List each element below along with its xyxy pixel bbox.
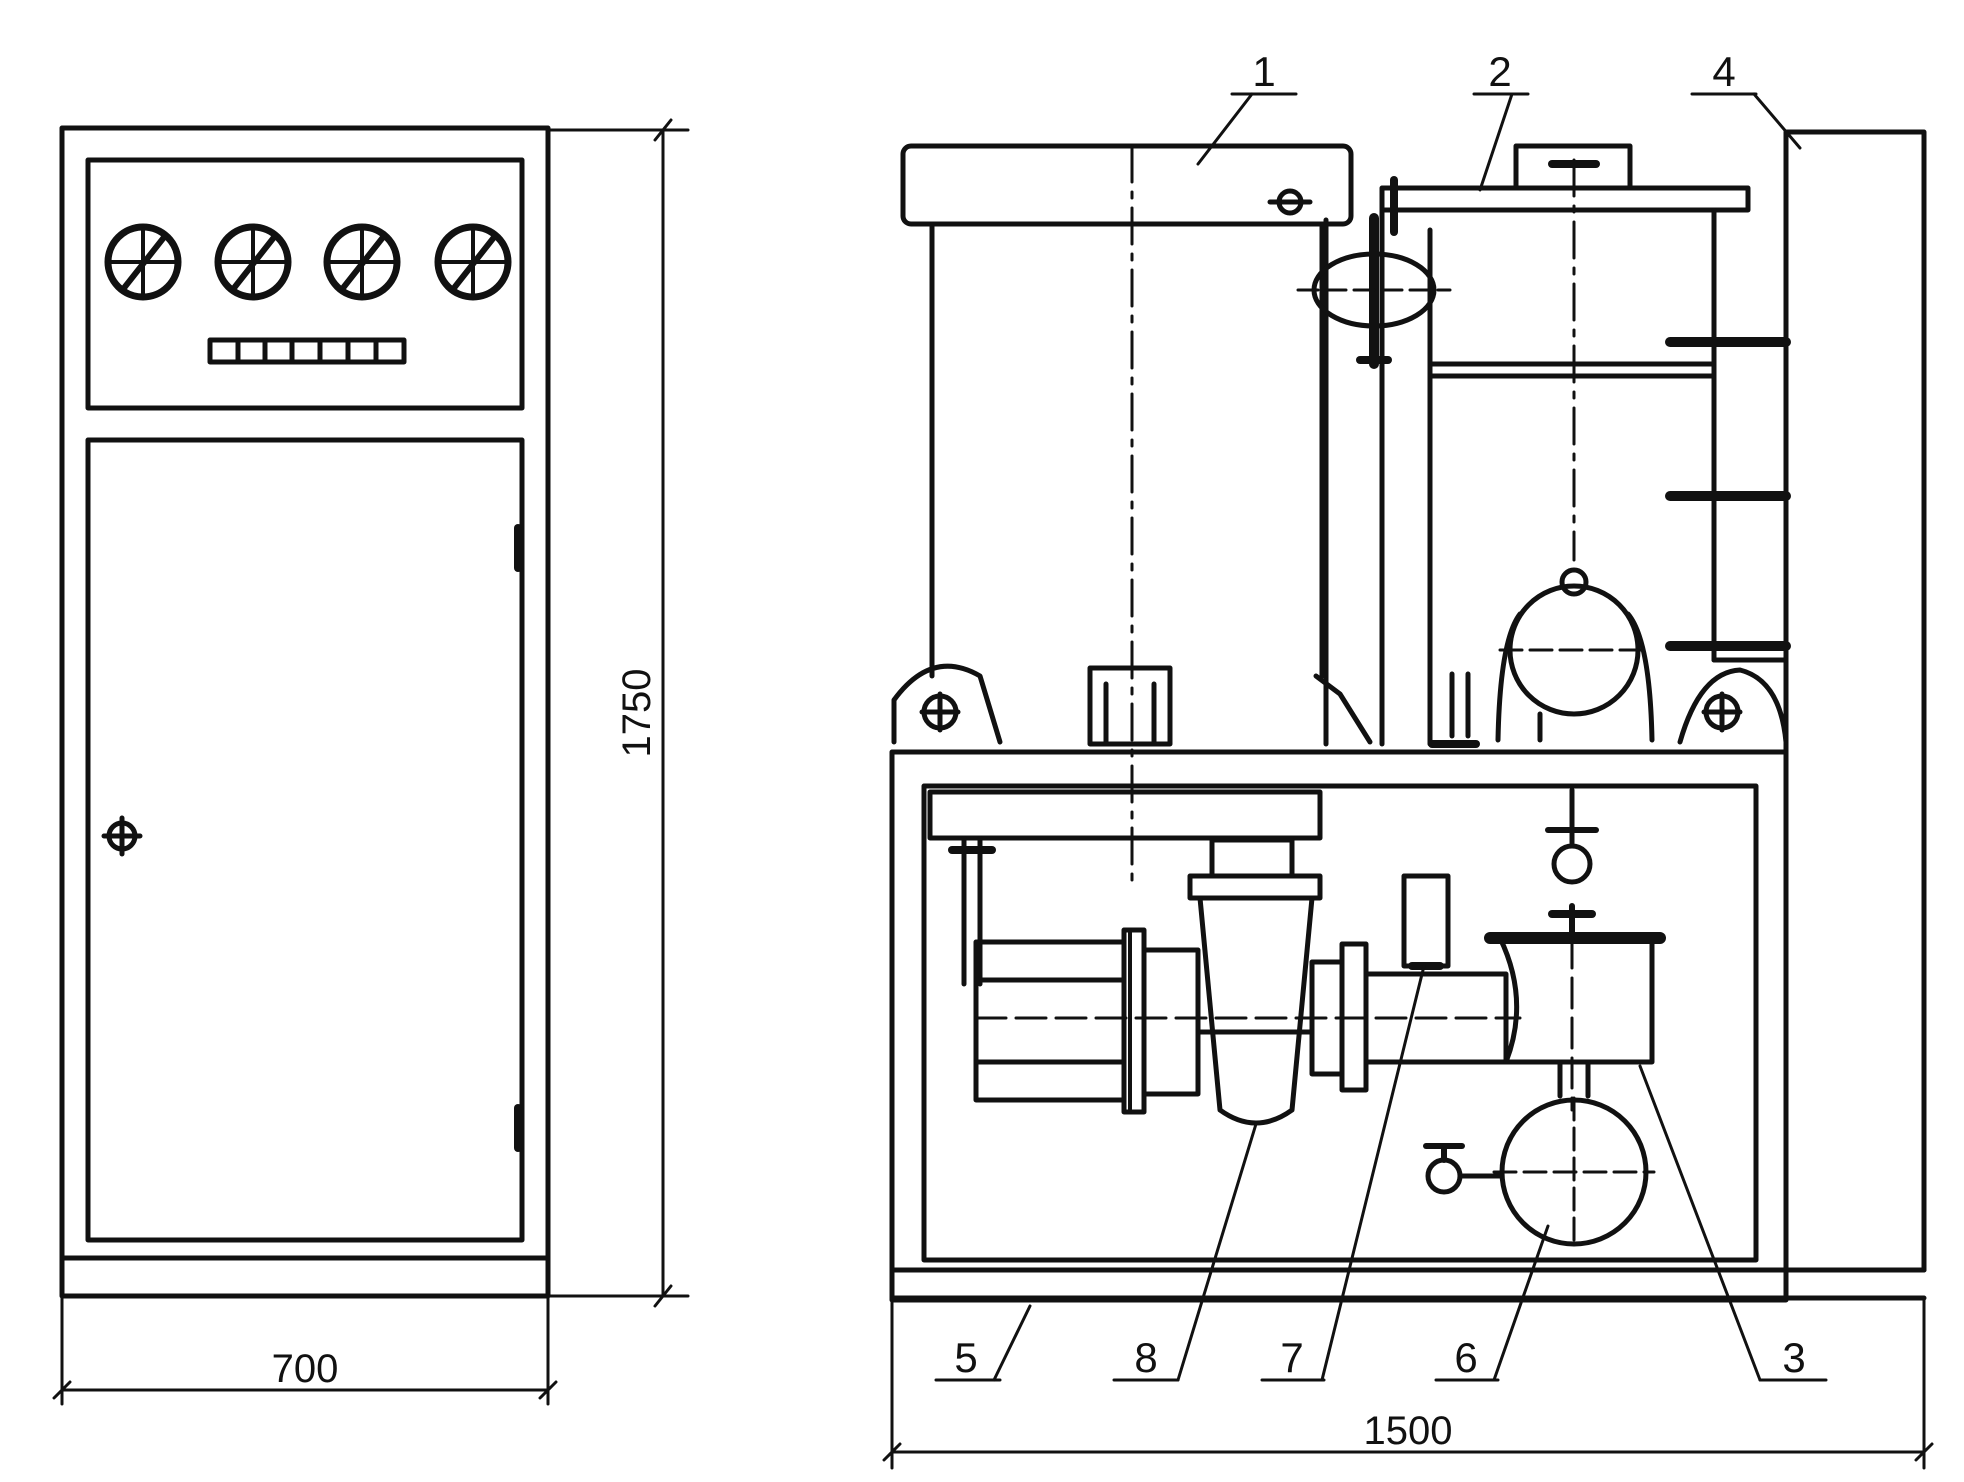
callout-7: 7 (1280, 1334, 1303, 1381)
unit-dimensions (882, 1296, 1934, 1470)
unit-width-label: 1500 (1364, 1409, 1453, 1453)
instrument-panel (85, 157, 525, 411)
gauge-4-icon (434, 223, 512, 301)
cabinet-dimensions (52, 118, 690, 1406)
gauge-3-icon (323, 223, 401, 301)
gauge-2-icon (214, 223, 292, 301)
cabinet-door (85, 437, 525, 1243)
callout-1: 1 (1252, 48, 1275, 95)
callout-8: 8 (1134, 1334, 1157, 1381)
side-panel (1783, 129, 1927, 1273)
gauge-1-icon (104, 223, 182, 301)
piping-assembly (1296, 143, 1791, 748)
cabinet-width-label: 700 (272, 1347, 339, 1391)
callout-6: 6 (1454, 1334, 1477, 1381)
callout-2: 2 (1488, 48, 1511, 95)
leader-lines (934, 92, 1828, 1382)
base-frame (889, 749, 1789, 1303)
callout-3: 3 (1782, 1334, 1805, 1381)
callout-5: 5 (954, 1334, 977, 1381)
callout-4: 4 (1712, 48, 1735, 95)
cabinet-outline (59, 125, 551, 1299)
cabinet-height-label: 1750 (615, 669, 659, 758)
oil-tank (891, 143, 1373, 882)
indicator-strip (207, 337, 407, 365)
control-cabinet (59, 125, 551, 1299)
door-handle-icon (101, 815, 143, 857)
motor-and-filter (927, 787, 1666, 1248)
